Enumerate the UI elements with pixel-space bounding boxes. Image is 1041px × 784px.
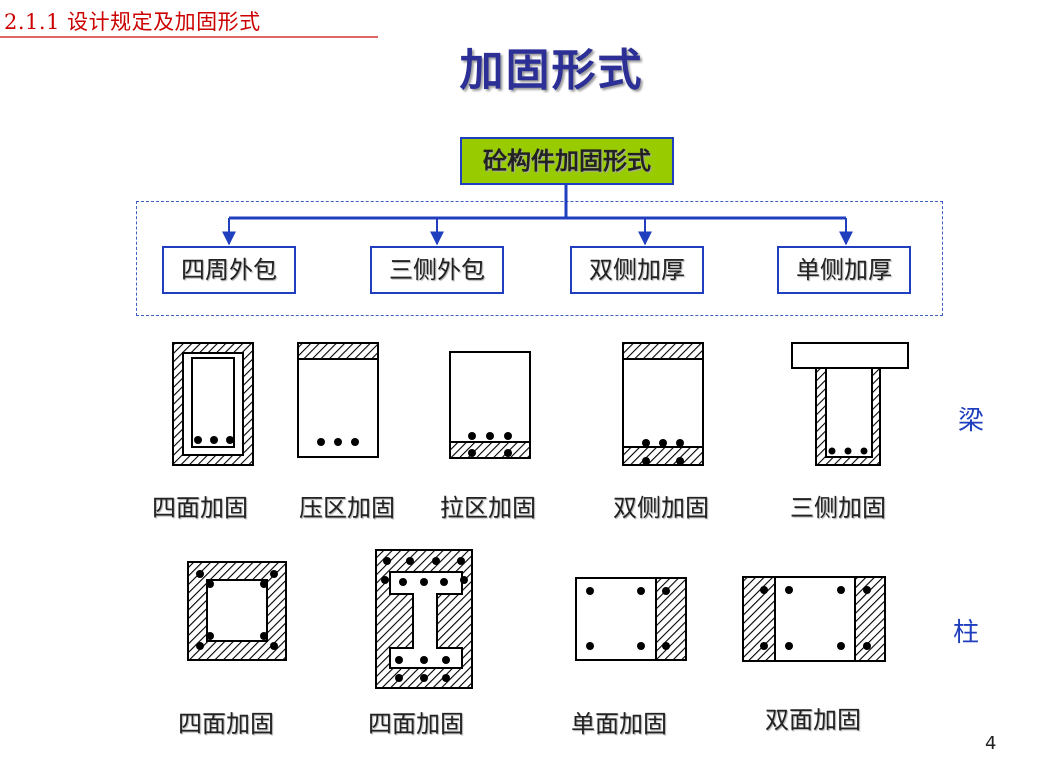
- row-label-column: 柱: [953, 618, 980, 648]
- column-i-section-rebars: [381, 557, 468, 682]
- column-single-side-rebars: [586, 587, 670, 650]
- column-four-side-section: [187, 561, 287, 661]
- beam-compression-rebars: [317, 438, 359, 446]
- page-title: 加固形式: [459, 45, 644, 96]
- beam-label-tension: 拉区加固: [440, 494, 536, 522]
- beam-label-double-side: 双侧加固: [613, 494, 709, 522]
- beam-label-four-side: 四面加固: [152, 494, 248, 522]
- column-label-double-side: 双面加固: [765, 706, 861, 734]
- root-node: 砼构件加固形式: [460, 137, 674, 185]
- child-node-double-thicken: 双侧加厚: [570, 246, 704, 294]
- page-number: 4: [985, 733, 997, 754]
- beam-tension-section: [449, 351, 531, 459]
- column-double-side-rebars: [760, 586, 871, 650]
- column-label-i-section: 四面加固: [368, 710, 464, 738]
- heading-divider: [0, 36, 378, 38]
- child-node-three-side: 三侧外包: [370, 246, 504, 294]
- beam-four-side-rebars: [194, 436, 234, 444]
- beam-tension-rebars: [468, 432, 512, 457]
- beam-label-compression: 压区加固: [299, 494, 395, 522]
- column-four-side-rebars: [196, 570, 278, 650]
- child-node-single-thicken: 单侧加厚: [777, 246, 911, 294]
- section-heading: 2.1.1 设计规定及加固形式: [4, 10, 261, 34]
- children-group-frame: [136, 201, 943, 316]
- column-i-section: [375, 549, 473, 689]
- beam-three-side-section: [791, 342, 909, 466]
- beam-three-side-rebars: [828, 447, 868, 455]
- child-node-four-side: 四周外包: [162, 246, 296, 294]
- tree-connectors: [222, 185, 853, 246]
- column-label-four-side: 四面加固: [178, 710, 274, 738]
- beam-four-side-section: [172, 342, 254, 466]
- beam-double-side-rebars: [642, 439, 684, 465]
- beam-label-three-side: 三侧加固: [790, 494, 886, 522]
- column-label-single-side: 单面加固: [571, 710, 667, 738]
- row-label-beam: 梁: [958, 406, 985, 436]
